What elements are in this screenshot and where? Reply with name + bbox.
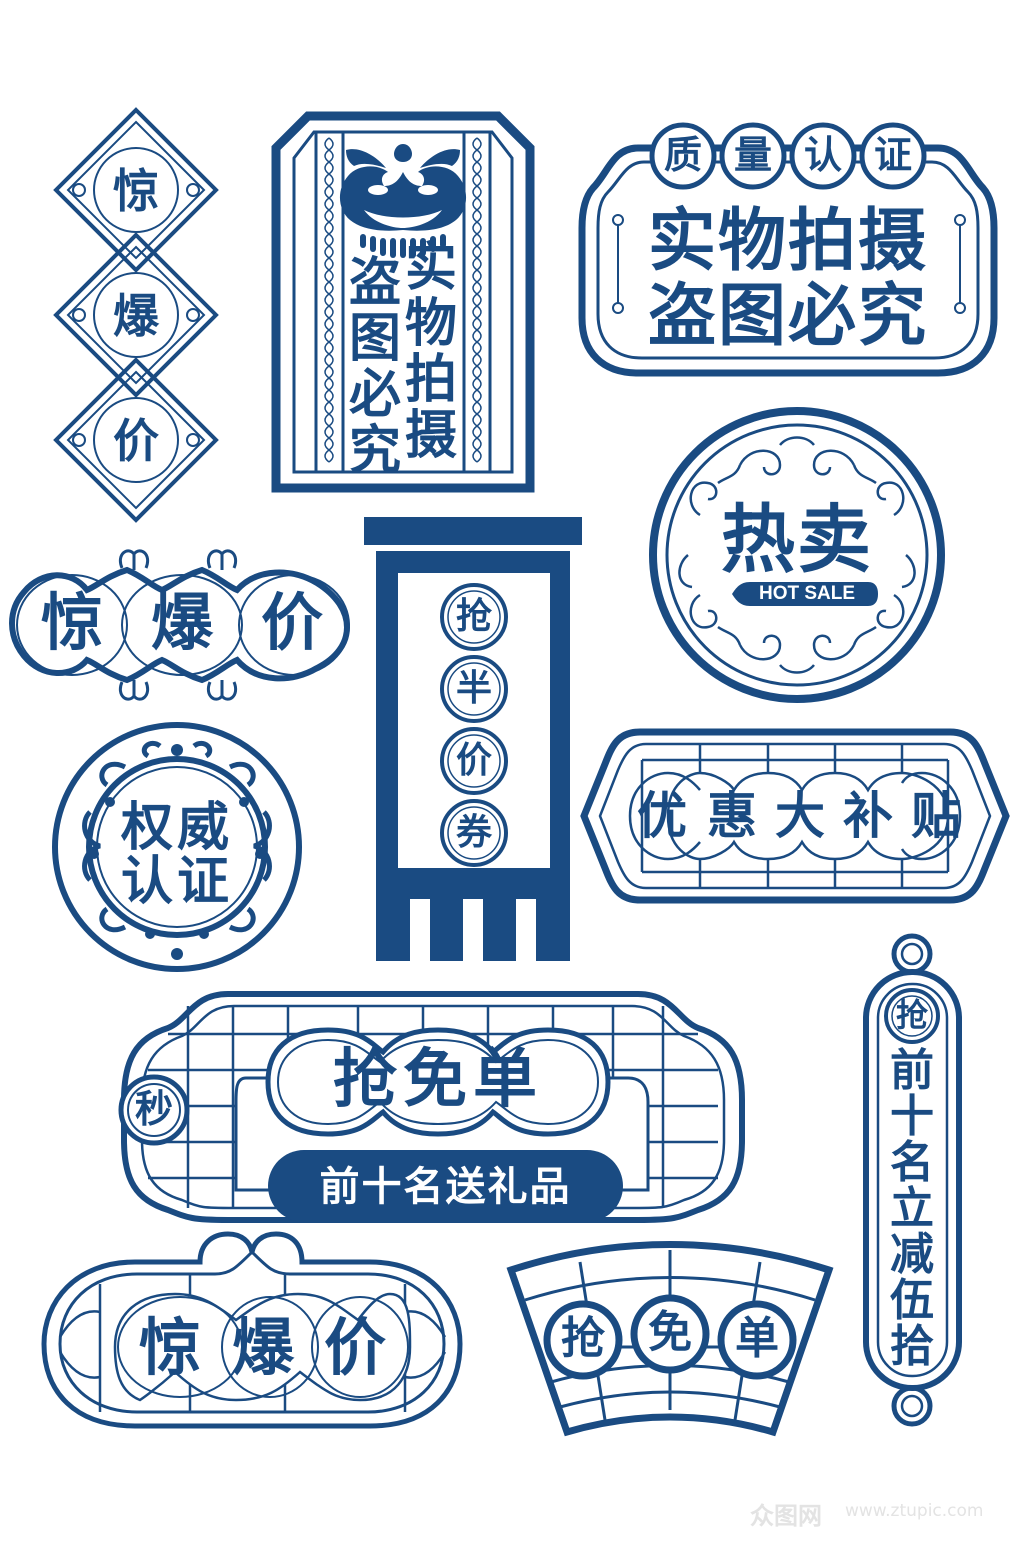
watermark-logo: 众图网	[750, 1502, 822, 1530]
plaque-char: 究	[348, 421, 401, 481]
vertical-tag-text: 前 十 名 立 减 伍 拾	[882, 1048, 942, 1370]
plaque-char: 物	[404, 294, 457, 354]
banner-char: 价	[455, 740, 492, 781]
subsidy-char: 惠	[707, 787, 757, 845]
scroll-plaque-label: 盗 图 必 究 实 物 拍 摄	[268, 110, 538, 495]
vertical-tag-char: 立	[890, 1183, 934, 1234]
plaque-char: 拍	[404, 350, 457, 410]
hot-sale-title: 热卖	[721, 497, 873, 583]
plaque-column-left: 盗 图 必 究	[346, 255, 404, 479]
authority-line-1: 权威	[120, 798, 233, 858]
quality-top-char: 质	[663, 133, 702, 177]
banner-frame-icon	[364, 517, 582, 961]
vertical-tag-char: 名	[890, 1137, 934, 1188]
hot-sale-label: 热卖 HOT SALE	[640, 405, 955, 705]
plaque-char: 实	[404, 238, 457, 298]
free-order-frame-icon	[118, 991, 745, 1223]
fan-char: 免	[648, 1307, 692, 1358]
plaque-char: 图	[348, 309, 401, 369]
quality-frame-icon	[578, 122, 998, 377]
banner-char: 半	[455, 668, 492, 709]
watermark-url: www.ztupic.com	[845, 1501, 984, 1521]
fan-label: 抢 免 单	[505, 1241, 835, 1437]
fan-frame-icon	[506, 1241, 834, 1437]
quality-line-2: 盗图必究	[647, 277, 928, 356]
vertical-tag-label: 抢 前 十 名 立 减 伍 拾	[860, 930, 965, 1430]
free-order-title: 抢免单	[333, 1043, 543, 1117]
diamond-stack-label: 惊 爆 价	[40, 100, 240, 540]
quality-top-char: 量	[733, 133, 772, 177]
free-order-subtitle: 前十名送礼品	[319, 1164, 572, 1210]
bottom-oval-char: 爆	[231, 1311, 294, 1384]
free-order-label: 秒 抢免单 前十名送礼品	[118, 990, 748, 1225]
subsidy-char: 大	[775, 787, 825, 845]
hot-sale-subtitle: HOT SALE	[758, 583, 856, 604]
quality-top-char: 证	[873, 133, 912, 177]
vertical-tag-frame-icon	[863, 933, 962, 1427]
fan-char: 单	[735, 1313, 779, 1364]
bottom-oval-frame-icon	[41, 1231, 463, 1429]
subsidy-char: 优	[637, 787, 687, 845]
vertical-tag-char: 前	[890, 1045, 934, 1096]
plaque-char: 必	[348, 365, 401, 425]
diamond-char: 价	[113, 414, 159, 468]
vertical-tag-char: 减	[890, 1229, 934, 1280]
authority-line-2: 认证	[120, 852, 233, 912]
banner-char: 抢	[455, 596, 492, 637]
bottom-oval-char: 惊	[138, 1311, 201, 1384]
quality-top-char: 认	[803, 133, 842, 177]
authority-seal-frame-icon	[52, 722, 302, 972]
vertical-tag-char: 十	[890, 1091, 934, 1142]
vertical-tag-badge: 抢	[895, 996, 928, 1034]
plaque-char: 摄	[404, 406, 457, 466]
authority-seal-label: 权威 认证	[50, 722, 305, 972]
triple-oval-char: 爆	[150, 586, 213, 659]
subsidy-char: 补	[843, 787, 893, 845]
lion-mask-icon	[339, 144, 467, 258]
triple-oval-char: 惊	[40, 586, 103, 659]
vertical-tag-char: 伍	[890, 1275, 934, 1326]
subsidy-frame-icon	[580, 728, 1010, 904]
quality-line-1: 实物拍摄	[647, 202, 928, 281]
banner-char: 券	[455, 812, 492, 853]
quality-cert-label: 质 量 认 证 实物拍摄 盗图必究	[578, 118, 998, 380]
plaque-frame-icon	[271, 111, 535, 493]
bottom-oval-label: 惊 爆 价	[40, 1231, 465, 1430]
diamond-char: 惊	[113, 164, 159, 218]
diamond-frames-icon	[53, 107, 219, 523]
free-order-badge: 秒	[134, 1087, 173, 1131]
hanging-banner-label: 抢 半 价 券	[360, 515, 590, 965]
diamond-char: 爆	[113, 289, 159, 343]
subsidy-char: 贴	[911, 787, 961, 845]
fan-char: 抢	[561, 1313, 605, 1364]
triple-oval-label: 惊 爆 价	[9, 538, 352, 708]
plaque-char: 盗	[348, 253, 401, 313]
vertical-tag-char: 拾	[890, 1321, 934, 1372]
triple-oval-frame-icon	[9, 549, 350, 701]
plaque-column-right: 实 物 拍 摄	[402, 240, 460, 464]
subsidy-label: 优 惠 大 补 贴	[580, 728, 1010, 904]
triple-oval-char: 价	[260, 586, 323, 659]
hot-sale-frame-icon	[649, 407, 945, 703]
bottom-oval-char: 价	[323, 1311, 386, 1384]
